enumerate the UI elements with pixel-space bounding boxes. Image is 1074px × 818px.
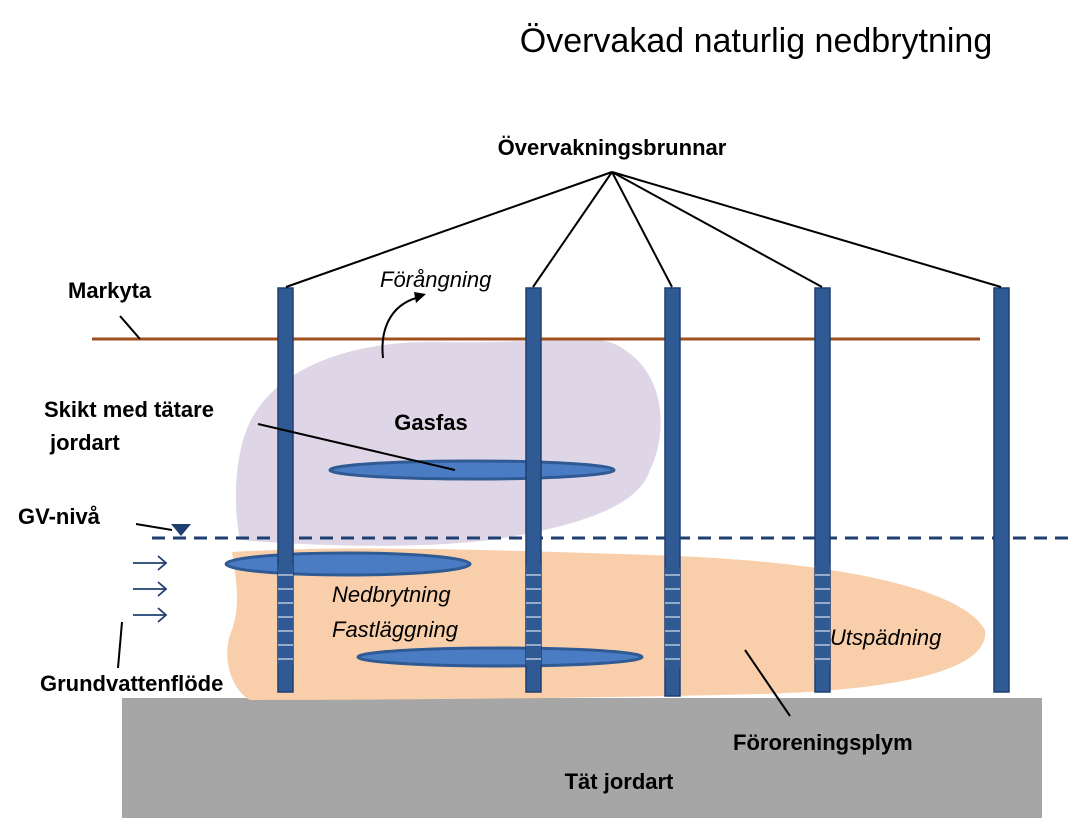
water-table-marker [171,524,191,536]
well-3 [664,287,681,697]
groundwater-flow-arrows [133,555,168,623]
degradation-label: Nedbrytning [332,582,451,607]
denser-layer-label-line2: jordart [49,430,120,455]
dense-soil-label: Tät jordart [565,769,674,794]
well-1-screen [278,565,293,665]
diagram-title: Övervakad naturlig nedbrytning [520,22,993,60]
wells-leader-lines [285,171,1002,288]
plume-label: Föroreningsplym [733,730,913,755]
well-1 [277,287,294,693]
denser-layer-label-line1: Skikt med tätare [44,397,214,422]
wells-label: Övervakningsbrunnar [498,135,727,160]
denser-soil-lens-left [224,551,472,577]
gas-phase-label: Gasfas [394,410,467,435]
well-2 [525,287,542,693]
well-4 [814,287,831,693]
well-3-screen [665,568,680,668]
groundwater-flow-leader [117,621,123,669]
well-4-screen [815,565,830,665]
evaporation-arrow [381,292,426,359]
groundwater-flow-label: Grundvattenflöde [40,671,223,696]
dilution-label: Utspädning [830,625,942,650]
well-2-screen [526,565,541,665]
water-table-leader [135,523,173,531]
denser-soil-lens-lower [356,646,644,668]
evaporation-label: Förångning [380,267,492,292]
ground-surface-leader [119,315,141,340]
water-table-label: GV-nivå [18,504,101,529]
dense-soil-layer [122,698,1042,818]
denser-layer-leader [257,423,456,471]
denser-soil-lens-upper [328,459,616,481]
plume-leader [744,649,791,717]
sorption-label: Fastläggning [332,617,459,642]
gas-phase-zone [235,339,661,546]
well-5 [993,287,1010,693]
ground-surface-label: Markyta [68,278,152,303]
